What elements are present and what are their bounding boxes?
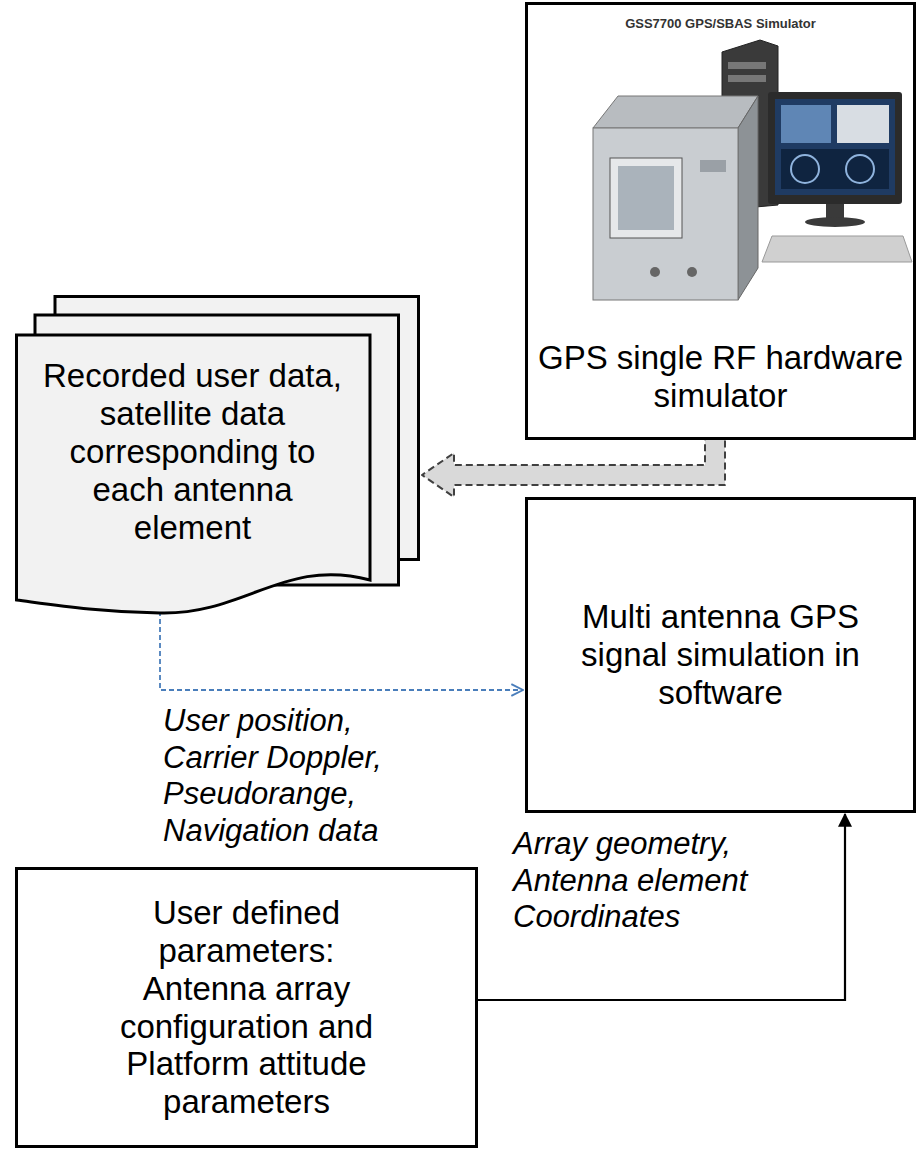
instrument-top <box>593 96 758 128</box>
document-label: Recorded user data, satellite data corre… <box>37 357 349 547</box>
monitor-screen <box>775 99 895 195</box>
box-label: User defined parameters: Antenna array c… <box>107 894 387 1122</box>
block-arrow <box>422 439 725 498</box>
instrument-window <box>610 158 682 238</box>
keyboard <box>762 236 912 262</box>
instrument-knob <box>687 267 697 277</box>
instrument-screen <box>618 166 674 230</box>
box-label: Multi antenna GPS signal simulation in s… <box>571 598 871 712</box>
connector-arrow <box>477 814 845 1000</box>
process-box: Multi antenna GPS signal simulation in s… <box>525 497 916 813</box>
drive-bay <box>728 75 766 82</box>
monitor-base <box>805 217 865 227</box>
screen-window <box>781 105 831 143</box>
drive-bay <box>728 62 766 69</box>
simulator-box: GSS7700 GPS/SBAS SimulatorGPS single RF … <box>525 2 916 440</box>
screen-plot <box>846 155 874 183</box>
screen-plot <box>791 155 819 183</box>
connector-arrow <box>160 611 523 690</box>
screen-window <box>781 149 889 189</box>
edge-label: User position, Carrier Doppler, Pseudora… <box>163 703 418 849</box>
instrument-front <box>593 128 738 300</box>
instrument-button <box>700 160 726 172</box>
box-label: GPS single RF hardware simulator <box>535 339 907 415</box>
page-front <box>17 335 371 613</box>
monitor-frame <box>768 92 902 204</box>
screen-window <box>837 105 889 143</box>
edge-label: Array geometry, Antenna element Coordina… <box>513 826 783 936</box>
instrument-side <box>738 96 758 300</box>
input-box: User defined parameters: Antenna array c… <box>15 867 478 1148</box>
product-caption: GSS7700 GPS/SBAS Simulator <box>571 17 871 32</box>
instrument-knob <box>650 267 660 277</box>
document-stack: Recorded user data, satellite data corre… <box>15 295 420 617</box>
